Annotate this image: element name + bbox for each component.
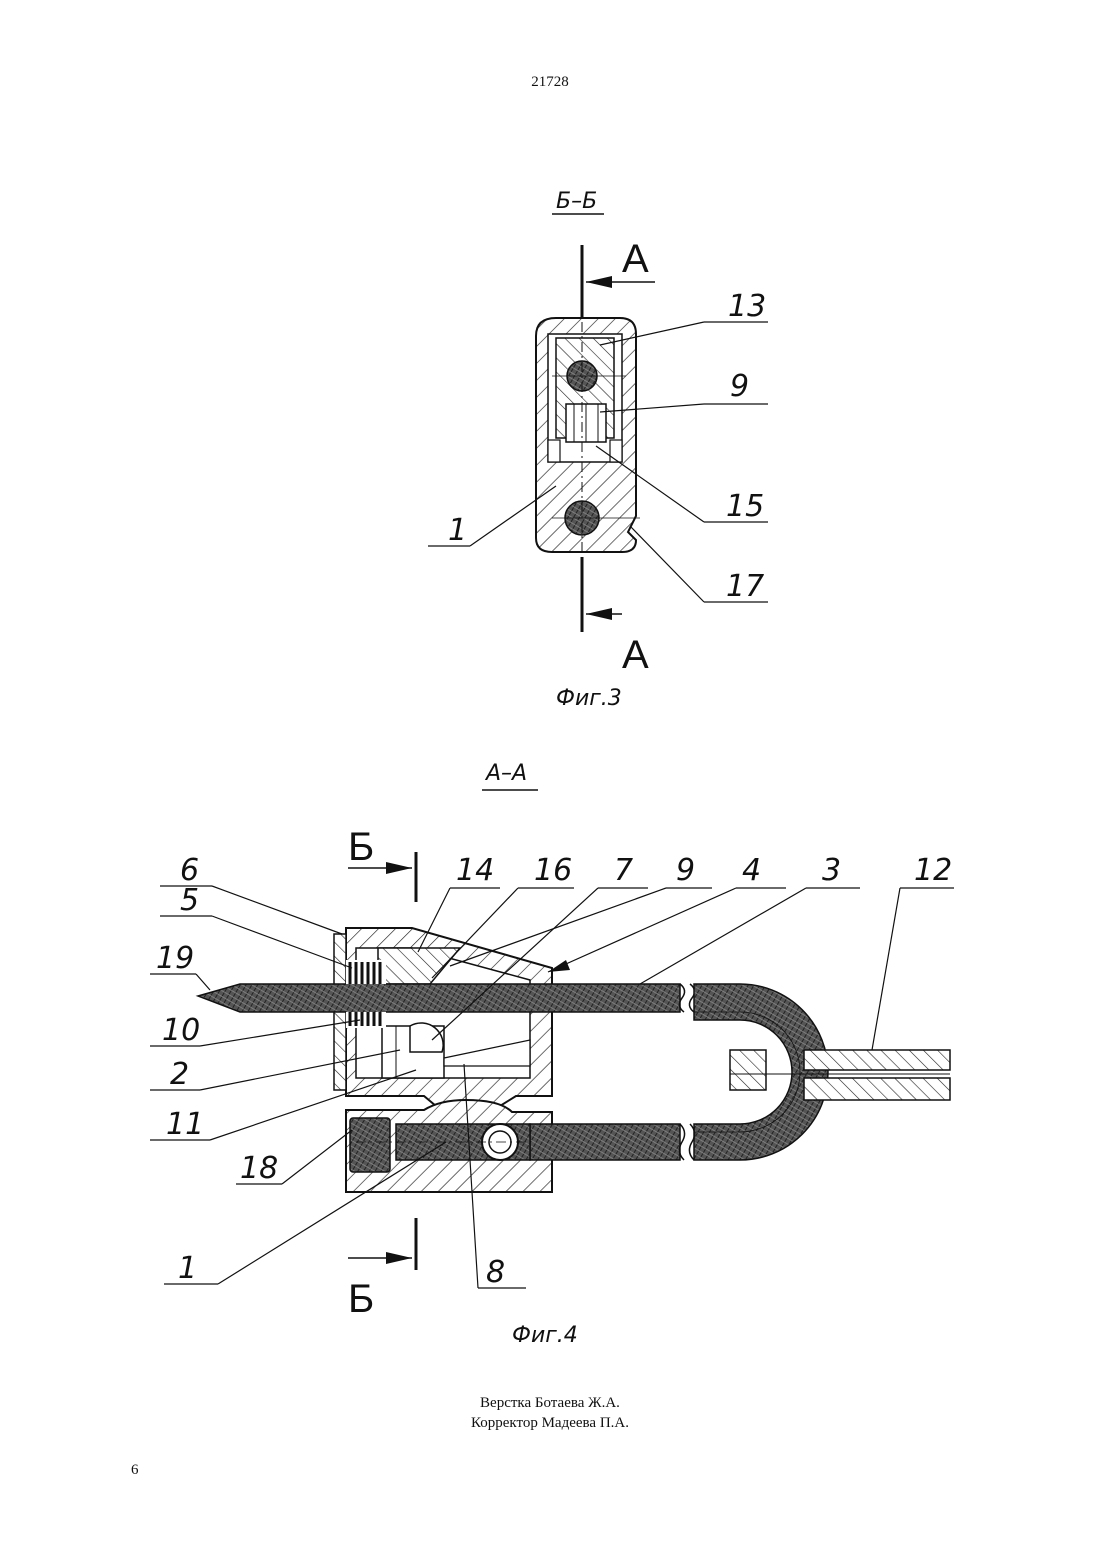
fig4-callout-19: 19 (156, 941, 194, 976)
fig3-section-title: Б–Б (556, 189, 597, 214)
fig3-callout-1: 1 (448, 513, 467, 548)
proof-credit: Корректор Мадеева П.А. (0, 1413, 1100, 1433)
fig4-callout-3: 3 (822, 853, 841, 888)
fig3-callout-13: 13 (728, 289, 766, 324)
page-number: 6 (131, 1462, 139, 1479)
spring-coil (346, 960, 386, 1028)
fig4-callout-4: 4 (742, 853, 761, 888)
fig3-cut-letter-top: А (622, 237, 649, 281)
fig4-callout-8: 8 (486, 1255, 505, 1290)
fig4-callout-14: 14 (456, 853, 494, 888)
fig4-callout-7: 7 (614, 853, 633, 888)
fig4-callout-12: 12 (914, 853, 952, 888)
fig4-callout-9: 9 (676, 853, 695, 888)
fig4-cut-letter-top: Б (348, 825, 374, 869)
fig4-callout-2: 2 (170, 1057, 189, 1092)
fig3-callout-17: 17 (726, 569, 764, 604)
figure-4: А–А Б Б (150, 761, 954, 1348)
fig4-callout-5: 5 (180, 883, 199, 918)
fig4-callout-1: 1 (178, 1251, 197, 1286)
layout-credit: Верстка Ботаева Ж.А. (0, 1393, 1100, 1413)
fig4-caption: Фиг.4 (512, 1323, 578, 1348)
figure-3: Б–Б А А 13 9 (428, 189, 768, 711)
fig4-callout-16: 16 (534, 853, 572, 888)
credits-block: Верстка Ботаева Ж.А. Корректор Мадеева П… (0, 1393, 1100, 1433)
fig4-callout-18: 18 (240, 1151, 278, 1186)
fig4-callout-10: 10 (162, 1013, 200, 1048)
fig3-cut-letter-bottom: А (622, 633, 649, 677)
fig3-callout-9: 9 (730, 369, 749, 404)
fig3-callout-15: 15 (726, 489, 764, 524)
fig4-callout-11: 11 (166, 1107, 204, 1142)
fig4-cut-letter-bottom: Б (348, 1277, 374, 1321)
fig4-section-title: А–А (484, 761, 527, 786)
fig3-caption: Фиг.3 (556, 686, 622, 711)
